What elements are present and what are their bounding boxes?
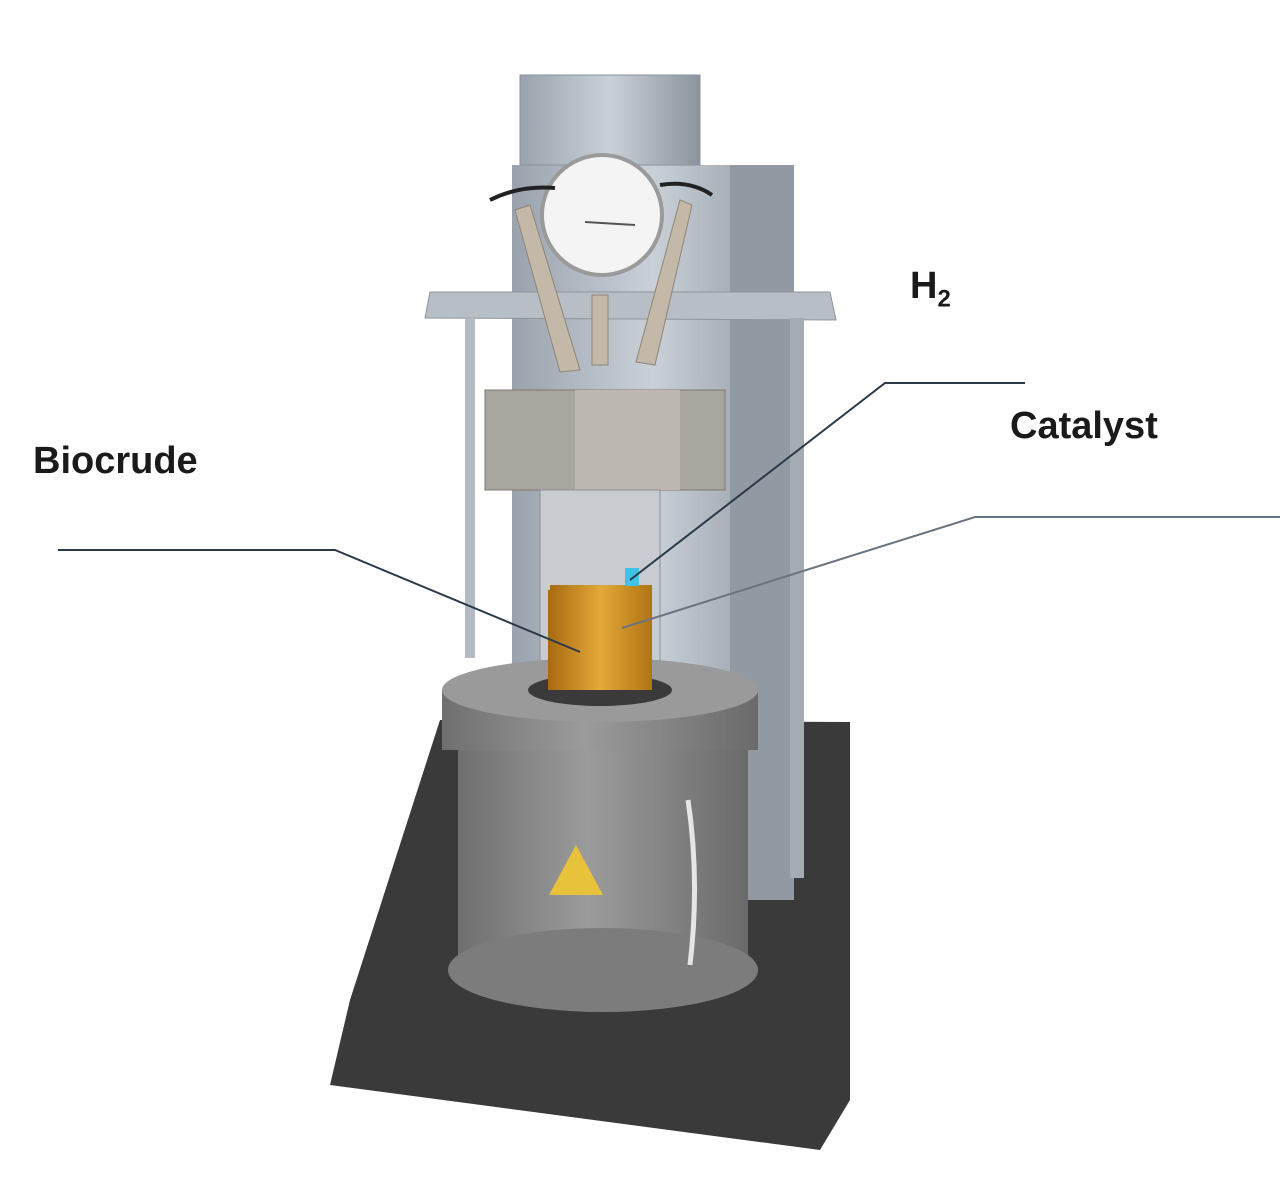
top-housing — [519, 74, 701, 166]
h2-label: H2 — [910, 265, 951, 313]
catalyst-label: Catalyst — [1010, 405, 1158, 447]
warning-triangle-icon — [549, 845, 603, 895]
catalyst-leader-line — [629, 382, 1025, 581]
biocrude-label: Biocrude — [33, 440, 198, 482]
shelf — [424, 291, 837, 321]
pressure-gauge — [540, 153, 664, 277]
catalyst-bed — [625, 568, 639, 586]
support-rod — [465, 318, 475, 658]
biocrude-leader-line — [58, 549, 581, 653]
support-rod — [790, 318, 804, 878]
h2-leader-line — [621, 516, 1280, 629]
furnace-handle — [685, 799, 698, 966]
